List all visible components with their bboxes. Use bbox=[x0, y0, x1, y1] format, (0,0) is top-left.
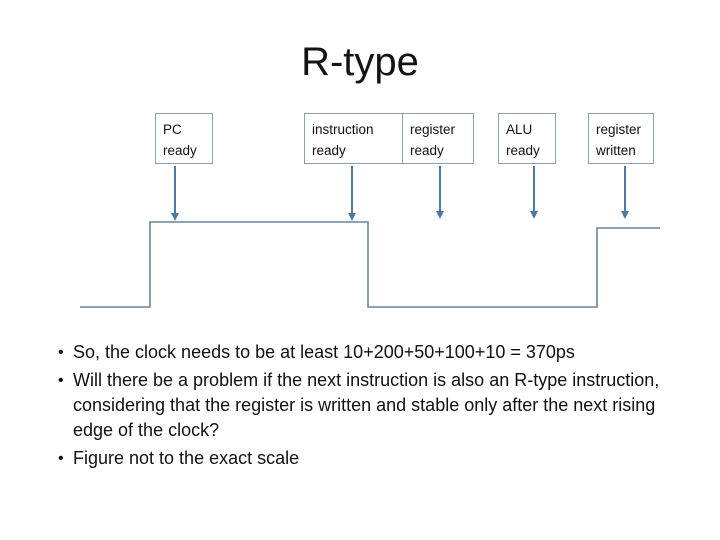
label-box-pc-ready: PC ready bbox=[155, 113, 213, 164]
bullet-item: Figure not to the exact scale bbox=[55, 446, 685, 471]
arrow-pc-ready bbox=[171, 166, 179, 221]
label-box-alu-ready: ALU ready bbox=[498, 113, 556, 164]
label-box-register-ready: register ready bbox=[402, 113, 474, 164]
arrow-alu-ready bbox=[530, 166, 538, 219]
bullet-item: Will there be a problem if the next inst… bbox=[55, 368, 685, 443]
label-line: ready bbox=[506, 143, 540, 158]
label-box-instruction-ready: instruction ready bbox=[304, 113, 403, 164]
label-line: register bbox=[596, 122, 642, 137]
label-line: ready bbox=[410, 143, 444, 158]
label-line: instruction bbox=[312, 122, 374, 137]
slide-title: R-type bbox=[301, 40, 419, 84]
bullet-text: So, the clock needs to be at least 10+20… bbox=[73, 342, 575, 362]
arrow-register-written bbox=[621, 166, 629, 219]
clock-waveform bbox=[80, 221, 660, 308]
arrow-instruction-ready bbox=[348, 166, 356, 221]
label-line: ready bbox=[163, 143, 197, 158]
label-line: ready bbox=[312, 143, 346, 158]
arrow-register-ready bbox=[436, 166, 444, 219]
bullet-item: So, the clock needs to be at least 10+20… bbox=[55, 340, 685, 365]
label-line: register bbox=[410, 122, 456, 137]
bullet-text: Figure not to the exact scale bbox=[73, 448, 300, 468]
label-line: PC bbox=[163, 122, 182, 137]
label-line: written bbox=[596, 143, 636, 158]
label-box-register-written: register written bbox=[588, 113, 654, 164]
label-line: ALU bbox=[506, 122, 533, 137]
bullet-text: Will there be a problem if the next inst… bbox=[73, 370, 660, 440]
bullet-list: So, the clock needs to be at least 10+20… bbox=[55, 340, 685, 474]
